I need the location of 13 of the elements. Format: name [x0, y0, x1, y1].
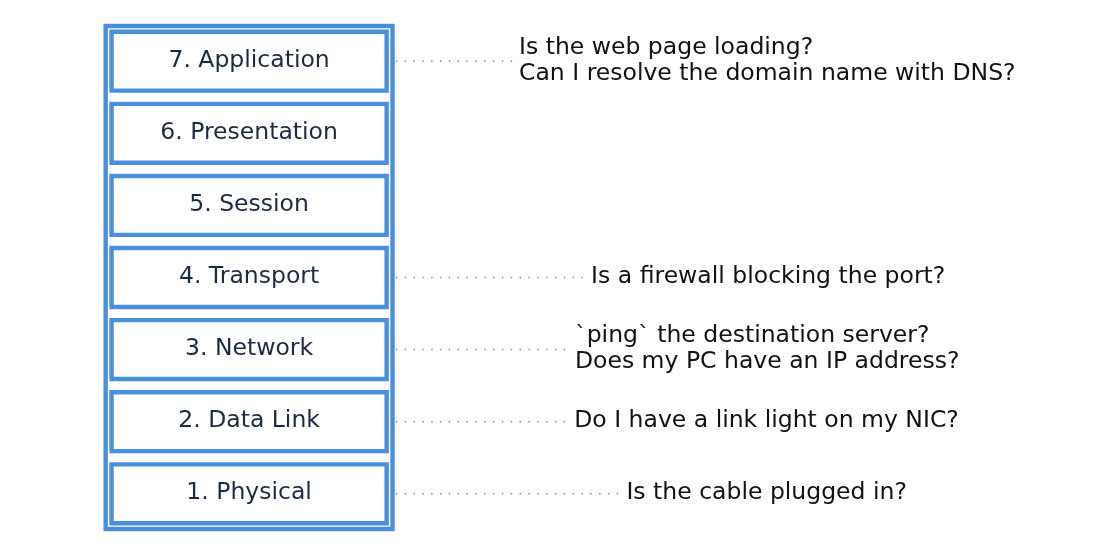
- node-box: 5. Session: [108, 173, 389, 238]
- node-text: Is the web page loading? Can I resolve the domain name with DNS?: [518, 31, 1016, 87]
- node-box: 7. Application: [108, 29, 389, 93]
- node-box: 1. Physical: [108, 462, 389, 526]
- node-box: 2. Data Link: [108, 390, 389, 454]
- node-text: Do I have a link light on my NIC?: [573, 405, 959, 434]
- node-text: Is the cable plugged in?: [625, 477, 907, 506]
- cluster: [102, 23, 395, 532]
- node-text: Is a firewall blocking the port?: [590, 261, 945, 290]
- node-box: 4. Transport: [108, 245, 389, 310]
- node-box: 6. Presentation: [108, 101, 389, 165]
- node-box: 3. Network: [108, 317, 389, 382]
- node-text: `ping` the destination server? Does my PC have an IP address?: [574, 319, 959, 375]
